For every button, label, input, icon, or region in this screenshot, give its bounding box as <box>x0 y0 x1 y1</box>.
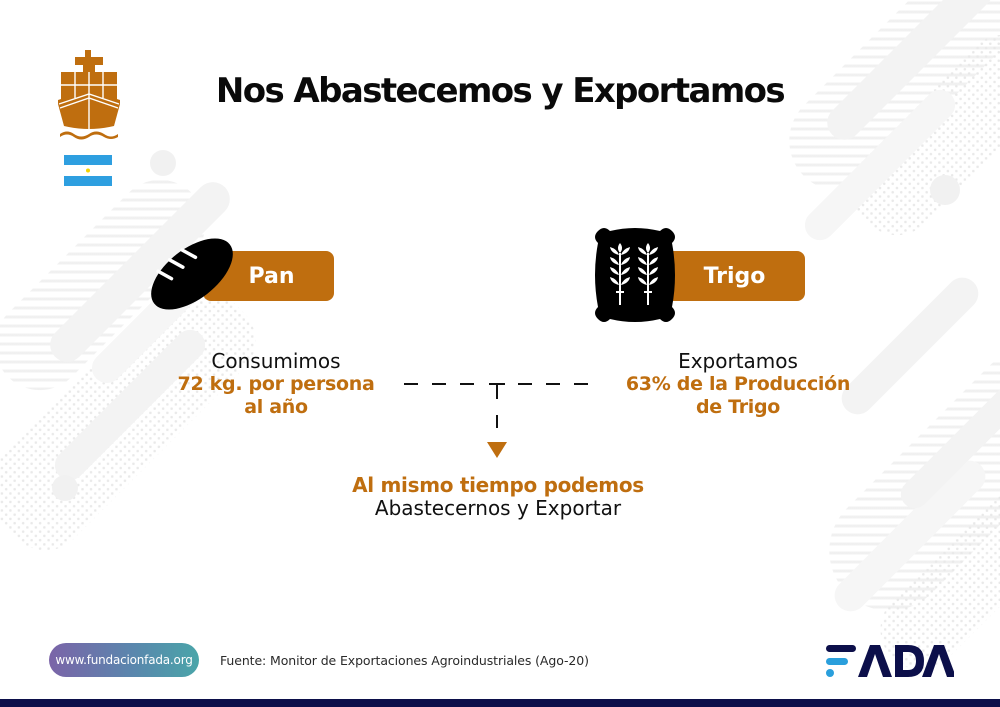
arrow-down-icon <box>487 442 507 458</box>
export-stat: Exportamos 63% de la Producción de Trigo <box>600 350 876 419</box>
trigo-label: Trigo <box>703 263 766 289</box>
cargo-ship-icon <box>58 50 120 140</box>
export-value: 63% de la Producción <box>625 373 851 395</box>
pan-label: Pan <box>248 263 295 289</box>
page-title: Nos Abastecemos y Exportamos <box>215 71 786 111</box>
wheat-sack-icon <box>595 228 675 322</box>
consumption-value: 72 kg. por persona <box>177 373 375 395</box>
bottom-bar <box>0 699 1000 707</box>
export-lead: Exportamos <box>678 349 798 373</box>
consumption-unit: al año <box>244 396 308 418</box>
export-subject: de Trigo <box>695 396 781 418</box>
conclusion-highlight: Al mismo tiempo podemos <box>352 473 644 497</box>
source-citation: Fuente: Monitor de Exportaciones Agroind… <box>220 653 589 668</box>
consumption-stat: Consumimos 72 kg. por persona al año <box>150 350 402 419</box>
consumption-lead: Consumimos <box>211 349 341 373</box>
argentina-flag-icon <box>64 155 112 186</box>
dashed-connector <box>404 383 588 458</box>
trigo-label-badge: Trigo <box>664 251 805 301</box>
conclusion-text: Abastecernos y Exportar <box>374 496 622 520</box>
fada-logo <box>826 645 954 677</box>
conclusion: Al mismo tiempo podemos Abastecernos y E… <box>300 474 696 520</box>
website-link[interactable]: www.fundacionfada.org <box>49 643 199 677</box>
bread-icon <box>151 238 233 310</box>
website-url: www.fundacionfada.org <box>55 653 193 667</box>
